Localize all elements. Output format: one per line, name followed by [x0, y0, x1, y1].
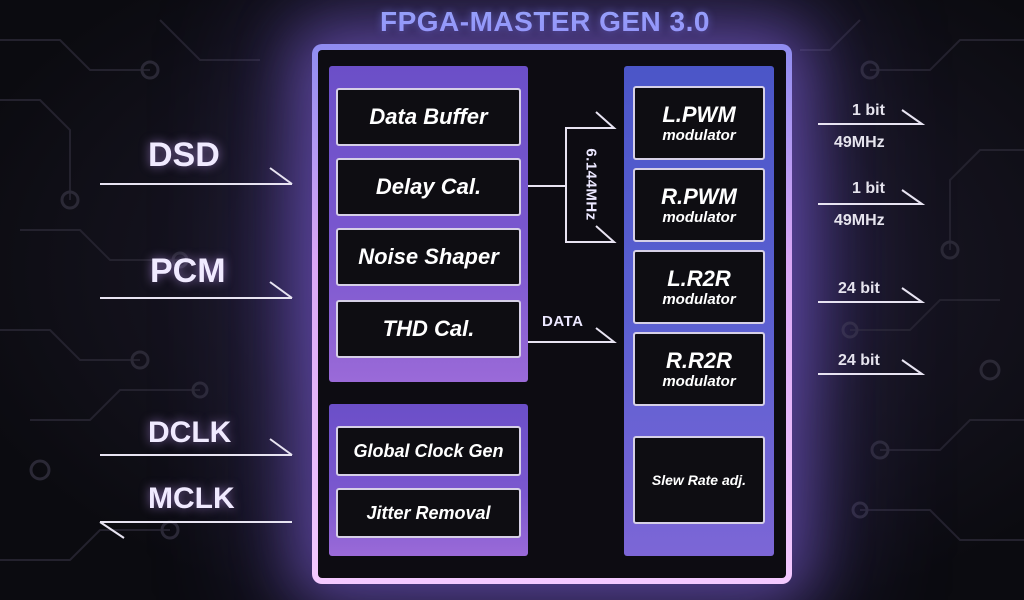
output-2-bits: 1 bit — [852, 180, 885, 197]
delay-cal-block: Delay Cal. — [336, 158, 521, 216]
block-label: Data Buffer — [369, 104, 488, 129]
block-label: L.PWM — [662, 101, 736, 127]
output-1-bits: 1 bit — [852, 102, 885, 119]
dsd-input-label: DSD — [148, 136, 220, 174]
output-1-freq: 49MHz — [834, 134, 885, 151]
block-label: R.PWM — [661, 183, 737, 209]
l-r2r-modulator-block: L.R2R modulator — [633, 250, 765, 324]
block-label: Jitter Removal — [366, 503, 491, 523]
thd-cal-block: THD Cal. — [336, 300, 521, 358]
slew-rate-adj-block: Slew Rate adj. — [633, 436, 765, 524]
block-label: Delay Cal. — [375, 174, 482, 199]
l-pwm-modulator-block: L.PWM modulator — [633, 86, 765, 160]
output-4-bits: 24 bit — [838, 352, 880, 369]
block-sublabel: modulator — [662, 208, 736, 226]
block-sublabel: modulator — [662, 290, 736, 308]
block-label: THD Cal. — [382, 316, 475, 341]
data-buffer-block: Data Buffer — [336, 88, 521, 146]
pcm-input-label: PCM — [150, 252, 226, 290]
r-pwm-modulator-block: R.PWM modulator — [633, 168, 765, 242]
jitter-removal-block: Jitter Removal — [336, 488, 521, 538]
block-label: L.R2R — [667, 265, 731, 291]
noise-shaper-block: Noise Shaper — [336, 228, 521, 286]
dclk-input-label: DCLK — [148, 416, 232, 449]
diagram-title: FPGA-MASTER GEN 3.0 — [380, 6, 710, 37]
block-sublabel: modulator — [662, 126, 736, 144]
block-label: Global Clock Gen — [353, 441, 504, 461]
mclk-output-label: MCLK — [148, 482, 235, 515]
global-clock-gen-block: Global Clock Gen — [336, 426, 521, 476]
clock-frequency-label: 6.144MHz — [582, 148, 600, 221]
r-r2r-modulator-block: R.R2R modulator — [633, 332, 765, 406]
block-label: Noise Shaper — [358, 244, 499, 269]
data-label: DATA — [542, 313, 584, 330]
output-3-bits: 24 bit — [838, 280, 880, 297]
block-label: Slew Rate adj. — [651, 471, 747, 488]
block-sublabel: modulator — [662, 372, 736, 390]
output-2-freq: 49MHz — [834, 212, 885, 229]
block-label: R.R2R — [665, 347, 732, 373]
